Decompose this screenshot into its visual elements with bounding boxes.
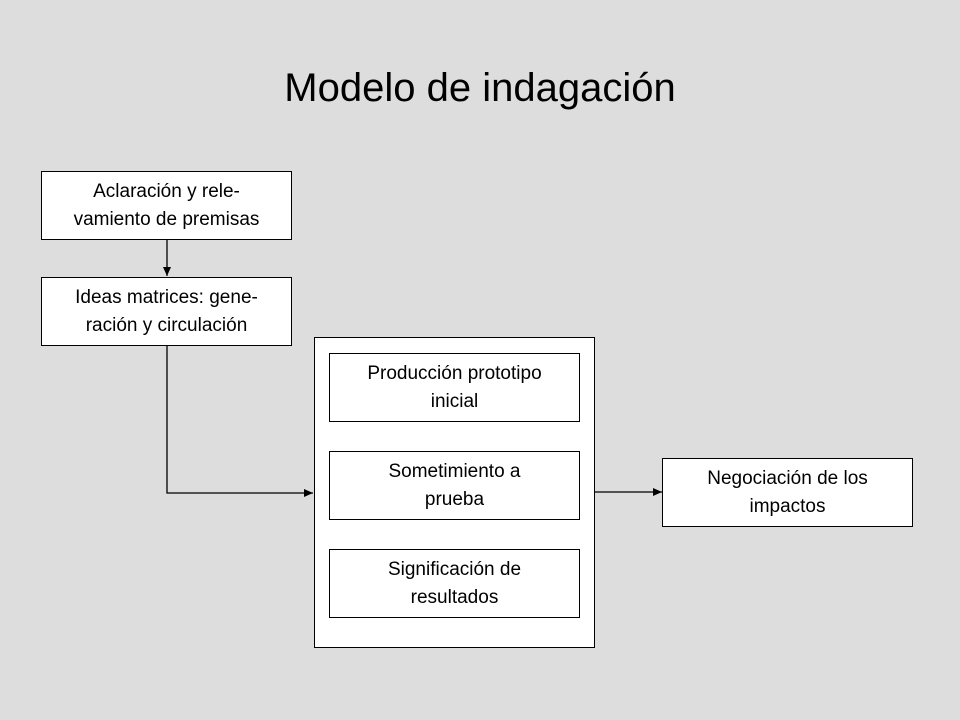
node-prototipo-line1: Producción prototipo	[367, 362, 542, 384]
node-negociacion-line1: Negociación de los	[707, 467, 868, 489]
node-prueba-line1: Sometimiento a	[388, 460, 521, 482]
node-ideas: Ideas matrices: gene- ración y circulaci…	[41, 277, 292, 346]
node-premisas-line2: vamiento de premisas	[73, 208, 260, 230]
arrow-ideas-to-proceso	[166, 345, 313, 497]
node-prototipo: Producción prototipo inicial	[329, 353, 580, 422]
node-negociacion-line2: impactos	[749, 495, 826, 517]
node-prototipo-line2: inicial	[430, 390, 479, 412]
node-prueba: Sometimiento a prueba	[329, 451, 580, 520]
node-negociacion: Negociación de los impactos	[662, 458, 913, 527]
node-significacion: Significación de resultados	[329, 549, 580, 618]
node-significacion-line1: Significación de	[387, 558, 522, 580]
node-ideas-line1: Ideas matrices: gene-	[75, 286, 258, 308]
node-premisas: Aclaración y rele- vamiento de premisas	[41, 171, 292, 240]
node-significacion-line2: resultados	[410, 586, 499, 608]
node-prueba-line2: prueba	[424, 488, 485, 510]
diagram-title: Modelo de indagación	[284, 66, 676, 110]
node-ideas-line2: ración y circulación	[85, 314, 248, 336]
node-premisas-line1: Aclaración y rele-	[93, 180, 240, 202]
